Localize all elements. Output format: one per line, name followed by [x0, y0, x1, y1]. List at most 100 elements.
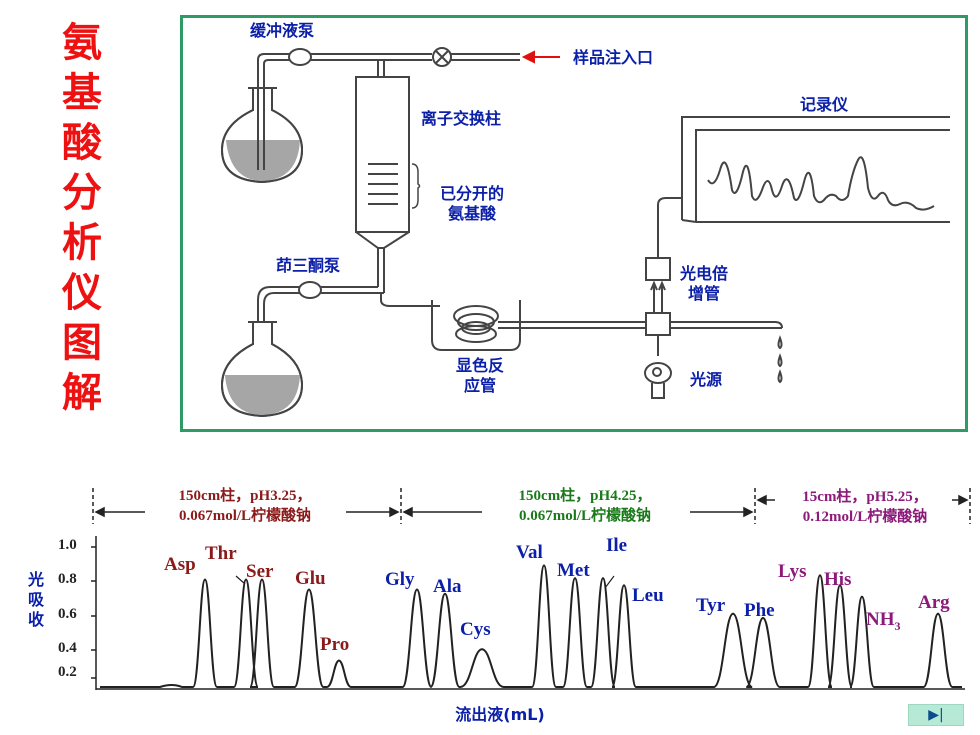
- peak-val: [543, 564, 545, 567]
- photomultiplier-line1: 光电倍: [680, 264, 729, 283]
- apparatus-drawing: [220, 47, 950, 418]
- title-char: 图: [62, 320, 102, 366]
- photomultiplier-icon: [645, 257, 671, 281]
- light-source-label: 光源: [690, 370, 723, 389]
- next-slide-button[interactable]: ▶|: [908, 704, 964, 726]
- peak-label-asp: Asp: [164, 554, 196, 575]
- peak-label-val: Val: [516, 542, 543, 563]
- phase-1-line2: 0.067mol/L柠檬酸钠: [178, 508, 312, 524]
- y-label-char: 光: [27, 570, 44, 589]
- peak-leu: [623, 584, 625, 587]
- buffer-flask: [220, 87, 304, 184]
- peak-label-cys: Cys: [460, 619, 491, 640]
- peak-label-phe: Phe: [744, 600, 775, 621]
- detector-cell-icon: [645, 312, 671, 336]
- peak-ala: [444, 592, 446, 595]
- peak-lys: [819, 574, 821, 577]
- peak-label-met: Met: [557, 560, 590, 581]
- phase-2-line2: 0.067mol/L柠檬酸钠: [518, 508, 652, 524]
- y-axis-label: 光 吸 收: [26, 570, 46, 630]
- title-char: 仪: [62, 270, 102, 316]
- ninhydrin-pump-icon: [298, 281, 322, 299]
- peak-label-gly: Gly: [385, 569, 415, 590]
- title-char: 分: [62, 170, 102, 216]
- separated-aa-line2: 氨基酸: [447, 204, 496, 223]
- vertical-title: 氨 基 酸 分 析 仪 图 解: [52, 18, 112, 418]
- color-reaction-line1: 显色反: [455, 356, 504, 375]
- title-char: 解: [62, 370, 102, 416]
- phase-3-line2: 0.12mol/L柠檬酸钠: [802, 509, 928, 525]
- peak-gly: [416, 588, 418, 591]
- peak-ser: [261, 578, 263, 581]
- drop-icon: [777, 353, 783, 368]
- y-tick-label: 0.4: [58, 640, 77, 656]
- chromatogram-chart: [91, 488, 971, 690]
- photomultiplier-line2: 增管: [687, 284, 720, 303]
- phase-header-2: 150cm柱，pH4.25， 0.067mol/L柠檬酸钠: [480, 486, 690, 526]
- ninhydrin-pump-label: 茚三酮泵: [276, 256, 341, 275]
- nh3-subscript: 3: [894, 618, 901, 633]
- peak-met: [574, 577, 576, 580]
- peak-label-glu: Glu: [295, 568, 326, 589]
- y-tick-label: 1.0: [58, 537, 77, 553]
- separated-aa-label: 已分开的 氨基酸: [432, 184, 512, 224]
- ion-exchange-column-label: 离子交换柱: [421, 109, 502, 128]
- peak-label-ile: Ile: [606, 535, 628, 556]
- recorder-label: 记录仪: [800, 95, 849, 114]
- sample-inlet-label: 样品注入口: [573, 48, 654, 67]
- phase-2-line1: 150cm柱，pH4.25，: [518, 488, 652, 504]
- peak-label-thr: Thr: [205, 543, 237, 564]
- y-tick-label: 0.8: [58, 571, 77, 587]
- phase-3-line1: 15cm柱，pH5.25，: [802, 489, 928, 505]
- recorder-icon: [681, 116, 950, 223]
- reaction-coil: [431, 300, 521, 351]
- peak-asp: [204, 578, 206, 581]
- peak-traces: [100, 564, 962, 688]
- peak-thr: [245, 578, 247, 581]
- title-char: 酸: [62, 120, 102, 166]
- phase-1-line1: 150cm柱，pH3.25，: [178, 488, 312, 504]
- peak-label-his: His: [824, 569, 852, 590]
- peak-his: [839, 584, 841, 587]
- nh3-main: NH: [866, 609, 895, 630]
- phase-header-3: 15cm柱，pH5.25， 0.12mol/L柠檬酸钠: [770, 487, 960, 527]
- peak-label-leu: Leu: [632, 585, 664, 606]
- color-reaction-line2: 应管: [463, 376, 496, 395]
- y-label-char: 收: [27, 610, 44, 629]
- color-reaction-label: 显色反 应管: [440, 356, 520, 396]
- ninhydrin-flask: [220, 321, 304, 418]
- peak-label-lys: Lys: [778, 561, 807, 582]
- y-label-char: 吸: [27, 590, 44, 609]
- separated-aa-line1: 已分开的: [439, 184, 504, 203]
- buffer-pump-label: 缓冲液泵: [250, 21, 315, 40]
- peak-label-ser: Ser: [246, 561, 274, 582]
- peak-label-nh3: NH3: [866, 609, 901, 634]
- peak-ile: [602, 577, 604, 580]
- ion-exchange-column: [355, 76, 421, 249]
- buffer-tube: [257, 53, 290, 170]
- photomultiplier-label: 光电倍 增管: [680, 264, 728, 304]
- title-char: 析: [62, 220, 102, 266]
- y-tick-label: 0.2: [58, 664, 77, 680]
- apparatus-panel: [180, 15, 968, 432]
- drop-icon: [777, 369, 783, 384]
- peak-pro: [338, 659, 340, 662]
- peak-arg: [937, 612, 939, 615]
- chromatogram-trace: [100, 564, 962, 688]
- peak-phe: [762, 617, 764, 619]
- peak-cys: [481, 648, 483, 651]
- peak-label-ala: Ala: [433, 576, 462, 597]
- phase-header-1: 150cm柱，pH3.25， 0.067mol/L柠檬酸钠: [140, 486, 350, 526]
- light-source-icon: [644, 335, 672, 399]
- peak-nh3: [861, 595, 863, 598]
- title-char: 氨: [62, 20, 102, 66]
- peak-label-arg: Arg: [918, 592, 950, 613]
- peak-label-pro: Pro: [320, 634, 350, 655]
- drop-icon: [777, 335, 783, 350]
- title-char: 基: [62, 70, 102, 116]
- y-tick-label: 0.6: [58, 606, 77, 622]
- x-axis-label: 流出液(mL): [455, 705, 545, 724]
- peak-label-tyr: Tyr: [696, 595, 726, 616]
- peak-tyr: [732, 612, 734, 615]
- buffer-pump-icon: [288, 48, 312, 66]
